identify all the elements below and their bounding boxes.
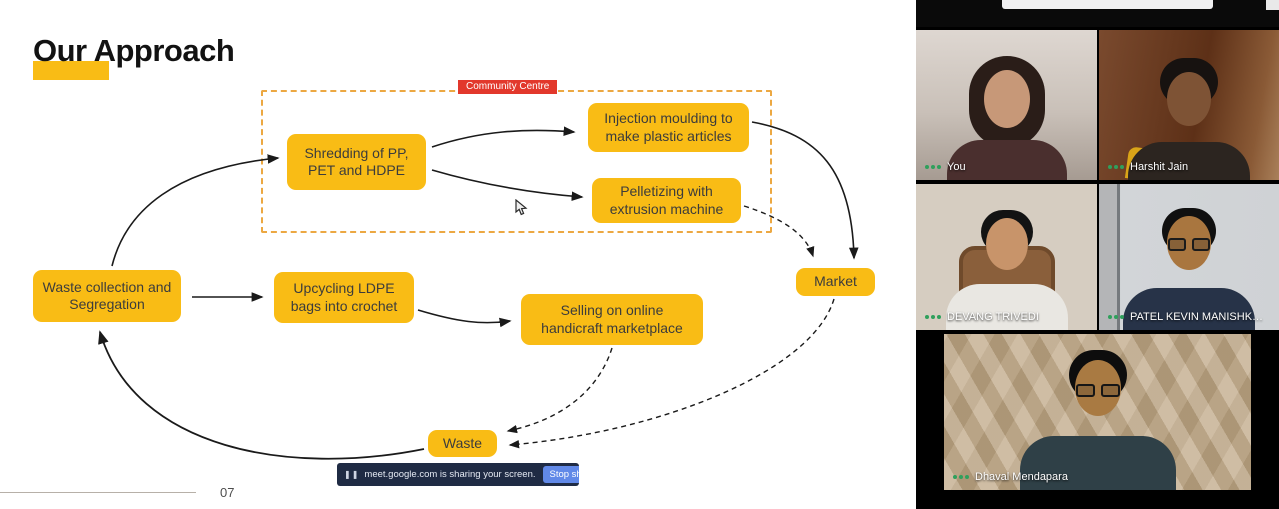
- participant-video: [1099, 184, 1279, 330]
- participant-name-chip: PATEL KEVIN MANISHK…: [1108, 311, 1263, 323]
- node-injection-moulding: Injection moulding to make plastic artic…: [588, 103, 749, 152]
- audio-indicator-icon: [953, 475, 969, 479]
- cropped-video-corner: [1266, 0, 1279, 10]
- participants-panel: You Harshit Jain: [916, 0, 1279, 509]
- node-waste-collection: Waste collection and Segregation: [33, 270, 181, 322]
- video-tile-harshit-jain[interactable]: Harshit Jain: [1099, 30, 1279, 180]
- page-number: 07: [220, 485, 235, 500]
- cropped-video-content: [1002, 0, 1213, 9]
- participant-video: [944, 334, 1251, 490]
- participant-name-chip: Dhaval Mendapara: [953, 471, 1068, 483]
- node-selling-online: Selling on online handicraft marketplace: [521, 294, 703, 345]
- participant-video: [916, 184, 1097, 330]
- node-upcycling: Upcycling LDPE bags into crochet: [274, 272, 414, 323]
- community-centre-label: Community Centre: [458, 80, 558, 94]
- participant-name: PATEL KEVIN MANISHK…: [1130, 311, 1264, 323]
- video-tile-you[interactable]: You: [916, 30, 1097, 180]
- avatar-head: [983, 70, 1030, 128]
- participant-video: [1099, 30, 1279, 180]
- avatar-head: [1167, 72, 1211, 126]
- stop-sharing-button[interactable]: Stop sharing: [542, 466, 579, 483]
- avatar-torso: [945, 284, 1068, 330]
- node-waste: Waste: [428, 430, 497, 457]
- participant-name-chip: You: [925, 161, 966, 173]
- mouse-cursor-icon: [515, 199, 528, 216]
- audio-indicator-icon: [925, 165, 941, 169]
- participant-name-chip: DEVANG TRIVEDI: [925, 311, 1039, 323]
- node-pelletizing: Pelletizing with extrusion machine: [592, 178, 741, 223]
- glasses-icon: [1100, 384, 1120, 397]
- pause-icon: ❚❚: [344, 470, 360, 479]
- screen-share-bar: ❚❚ meet.google.com is sharing your scree…: [337, 463, 579, 486]
- glasses-icon: [1168, 238, 1186, 251]
- video-tile-devang-trivedi[interactable]: DEVANG TRIVEDI: [916, 184, 1097, 330]
- participant-video: [916, 30, 1097, 180]
- door-edge-backdrop: [1117, 184, 1120, 330]
- video-tile-patel-kevin[interactable]: PATEL KEVIN MANISHK…: [1099, 184, 1279, 330]
- video-tile-dhaval-mendapara[interactable]: Dhaval Mendapara: [944, 334, 1251, 490]
- cropped-top-tile: [916, 0, 1279, 27]
- glasses-icon: [1075, 384, 1095, 397]
- glasses-icon: [1192, 238, 1210, 251]
- presentation-slide: Our Approach Community Centre Waste coll…: [0, 0, 916, 509]
- node-market: Market: [796, 268, 875, 296]
- node-shredding: Shredding of PP, PET and HDPE: [287, 134, 426, 190]
- avatar-head: [1167, 216, 1211, 270]
- footer-divider: [0, 492, 196, 493]
- avatar-torso: [1019, 436, 1176, 490]
- avatar-head: [1074, 360, 1121, 416]
- participant-name-chip: Harshit Jain: [1108, 161, 1188, 173]
- participant-name: Harshit Jain: [1130, 161, 1189, 173]
- audio-indicator-icon: [1108, 315, 1124, 319]
- avatar-head: [985, 218, 1028, 270]
- avatar-torso: [1128, 142, 1250, 180]
- audio-indicator-icon: [1108, 165, 1124, 169]
- title-highlight-bar: [33, 61, 109, 80]
- audio-indicator-icon: [925, 315, 941, 319]
- participant-name: Dhaval Mendapara: [975, 471, 1068, 483]
- avatar-torso: [1123, 288, 1255, 330]
- participant-name: You: [947, 161, 966, 173]
- avatar-torso: [946, 140, 1067, 180]
- participant-name: DEVANG TRIVEDI: [947, 311, 1039, 323]
- page-title: Our Approach: [33, 33, 235, 68]
- share-message: meet.google.com is sharing your screen.: [364, 469, 536, 480]
